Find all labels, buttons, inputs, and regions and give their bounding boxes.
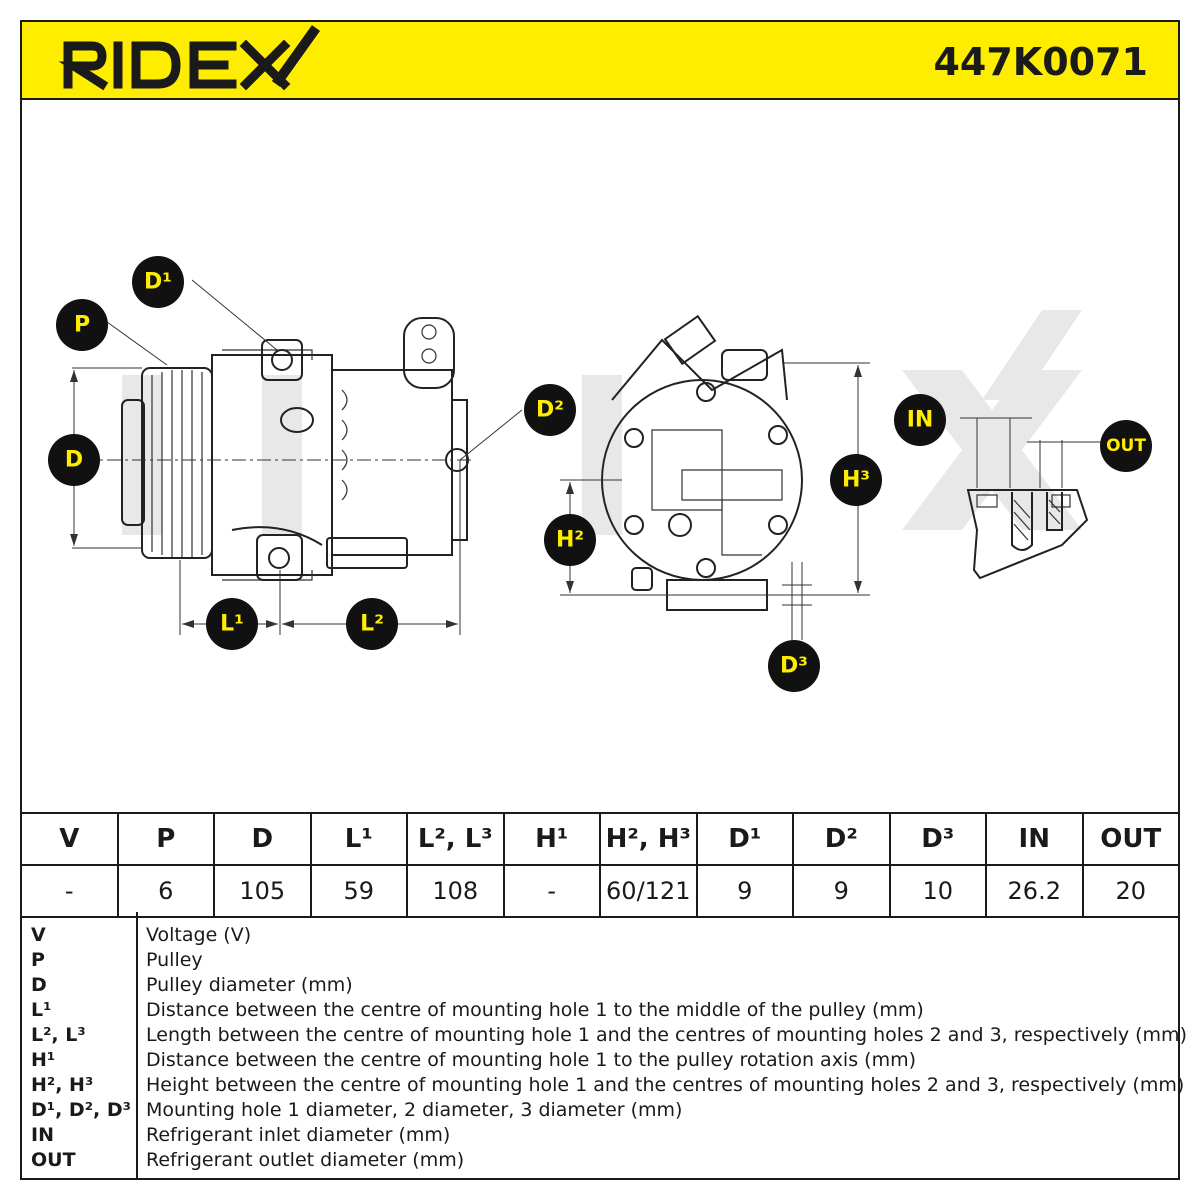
spec-value-cell: - xyxy=(502,864,601,918)
spec-value-row: - 6 105 59 108 - 60/121 9 9 10 26.2 20 xyxy=(20,864,1180,918)
mounting-ear-1 xyxy=(261,339,303,381)
callout-d1: D¹ xyxy=(132,256,184,308)
spec-header-cell: P xyxy=(116,812,215,866)
legend-desc: Height between the centre of mounting ho… xyxy=(146,1074,1185,1096)
spec-header-cell: L¹ xyxy=(309,812,408,866)
electrical-connector xyxy=(326,537,408,569)
spec-header-row: V P D L¹ L², L³ H¹ H², H³ D¹ D² D³ IN OU… xyxy=(20,812,1180,866)
spec-header-cell: D¹ xyxy=(695,812,794,866)
legend-desc: Length between the centre of mounting ho… xyxy=(146,1024,1187,1046)
callout-l2: L² xyxy=(346,598,398,650)
svg-text:D: D xyxy=(65,448,83,473)
spec-table: V P D L¹ L², L³ H¹ H², H³ D¹ D² D³ IN OU… xyxy=(20,812,1180,918)
spec-value-cell: 26.2 xyxy=(985,864,1084,918)
spec-value-cell: 9 xyxy=(695,864,794,918)
legend-desc: Mounting hole 1 diameter, 2 diameter, 3 … xyxy=(146,1099,683,1121)
legend-key: H¹ xyxy=(31,1049,56,1071)
spec-value-cell: 59 xyxy=(309,864,408,918)
legend: V Voltage (V) P Pulley D Pulley diameter… xyxy=(20,912,1187,1180)
svg-text:D¹: D¹ xyxy=(144,270,172,295)
legend-item: D¹, D², D³ Mounting hole 1 diameter, 2 d… xyxy=(22,1098,1178,1123)
spec-header-cell: H¹ xyxy=(502,812,601,866)
spec-value-cell: - xyxy=(20,864,119,918)
legend-key: OUT xyxy=(31,1149,76,1171)
legend-key: H², H³ xyxy=(31,1074,94,1096)
legend-item: L¹ Distance between the centre of mounti… xyxy=(22,998,1178,1023)
spec-header-cell: D xyxy=(213,812,312,866)
legend-key: V xyxy=(31,924,46,946)
spec-header-cell: D² xyxy=(792,812,891,866)
callout-d: D xyxy=(48,434,100,486)
legend-key: D xyxy=(31,974,47,996)
svg-text:L¹: L¹ xyxy=(220,612,244,637)
svg-text:P: P xyxy=(74,313,90,338)
spec-header-cell: D³ xyxy=(888,812,987,866)
rear-mounting-hole-3 xyxy=(696,558,716,578)
legend-desc: Pulley xyxy=(146,949,203,971)
port-detail xyxy=(960,417,1102,580)
legend-desc: Voltage (V) xyxy=(146,924,252,946)
callout-out: OUT xyxy=(1100,420,1152,472)
legend-item: IN Refrigerant inlet diameter (mm) xyxy=(22,1123,1178,1148)
spec-value-cell: 6 xyxy=(116,864,215,918)
callout-h3: H³ xyxy=(830,454,882,506)
legend-key: L², L³ xyxy=(31,1024,86,1046)
legend-divider xyxy=(136,912,138,1178)
legend-item: OUT Refrigerant outlet diameter (mm) xyxy=(22,1148,1178,1173)
spec-header-cell: IN xyxy=(985,812,1084,866)
legend-item: H¹ Distance between the centre of mounti… xyxy=(22,1048,1178,1073)
compressor-rear-view xyxy=(601,314,803,611)
rear-mounting-hole-1 xyxy=(696,382,716,402)
callout-h2: H² xyxy=(544,514,596,566)
svg-text:H²: H² xyxy=(556,528,584,553)
spec-value-cell: 60/121 xyxy=(599,864,698,918)
spec-header-cell: OUT xyxy=(1081,812,1180,866)
legend-item: D Pulley diameter (mm) xyxy=(22,973,1178,998)
callout-d3: D³ xyxy=(768,640,820,692)
header-bar: 447K0071 xyxy=(20,20,1180,100)
spec-value-cell: 10 xyxy=(888,864,987,918)
legend-item: H², H³ Height between the centre of moun… xyxy=(22,1073,1184,1098)
spec-value-cell: 9 xyxy=(792,864,891,918)
legend-key: P xyxy=(31,949,45,971)
spec-header-cell: H², H³ xyxy=(599,812,698,866)
legend-desc: Refrigerant inlet diameter (mm) xyxy=(146,1124,451,1146)
legend-key: L¹ xyxy=(31,999,52,1021)
callout-l1: L¹ xyxy=(206,598,258,650)
legend-key: D¹, D², D³ xyxy=(31,1099,131,1121)
legend-item: P Pulley xyxy=(22,948,1178,973)
spec-header-cell: V xyxy=(20,812,119,866)
legend-desc: Distance between the centre of mounting … xyxy=(146,999,924,1021)
legend-item: V Voltage (V) xyxy=(22,923,1178,948)
top-fitting xyxy=(403,317,455,389)
callout-d2: D² xyxy=(524,384,576,436)
spec-value-cell: 20 xyxy=(1081,864,1180,918)
legend-desc: Distance between the centre of mounting … xyxy=(146,1049,916,1071)
svg-text:D²: D² xyxy=(536,398,564,423)
compressor-drawing: P D¹ D D² L¹ L² H² H³ D³ IN OUT xyxy=(48,256,1152,692)
spec-value-cell: 105 xyxy=(213,864,312,918)
callout-p: P xyxy=(56,299,108,351)
callout-in: IN xyxy=(894,394,946,446)
svg-text:IN: IN xyxy=(907,408,934,433)
svg-text:L²: L² xyxy=(360,612,384,637)
ridex-logo xyxy=(58,25,321,91)
svg-text:D³: D³ xyxy=(780,654,808,679)
part-number: 447K0071 xyxy=(933,40,1148,84)
legend-desc: Refrigerant outlet diameter (mm) xyxy=(146,1149,465,1171)
spec-header-cell: L², L³ xyxy=(406,812,505,866)
svg-text:H³: H³ xyxy=(842,468,870,493)
legend-key: IN xyxy=(31,1124,54,1146)
legend-desc: Pulley diameter (mm) xyxy=(146,974,353,996)
svg-text:OUT: OUT xyxy=(1106,436,1146,456)
legend-item: L², L³ Length between the centre of moun… xyxy=(22,1023,1187,1048)
spec-value-cell: 108 xyxy=(406,864,505,918)
